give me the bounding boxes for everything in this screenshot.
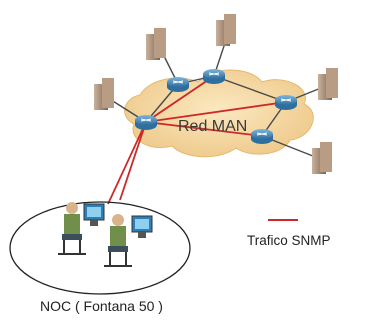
noc-label: NOC ( Fontana 50 ) [40, 298, 163, 314]
cloud-label: Red MAN [178, 118, 248, 135]
router-icon [251, 129, 273, 144]
router-icon [203, 69, 225, 84]
server-icon [318, 68, 338, 100]
router-icon [275, 95, 297, 110]
router-icon [167, 77, 189, 92]
server-icon [216, 14, 236, 46]
router-icon [135, 115, 157, 130]
operator-workstation-icon [58, 202, 105, 255]
server-icon [146, 28, 166, 60]
server-icon [94, 78, 114, 110]
operator-workstation-icon [104, 214, 153, 267]
noc-boundary [9, 201, 191, 295]
server-icon [312, 142, 332, 174]
snmp-links [107, 75, 287, 205]
legend-label: Trafico SNMP [247, 233, 331, 248]
